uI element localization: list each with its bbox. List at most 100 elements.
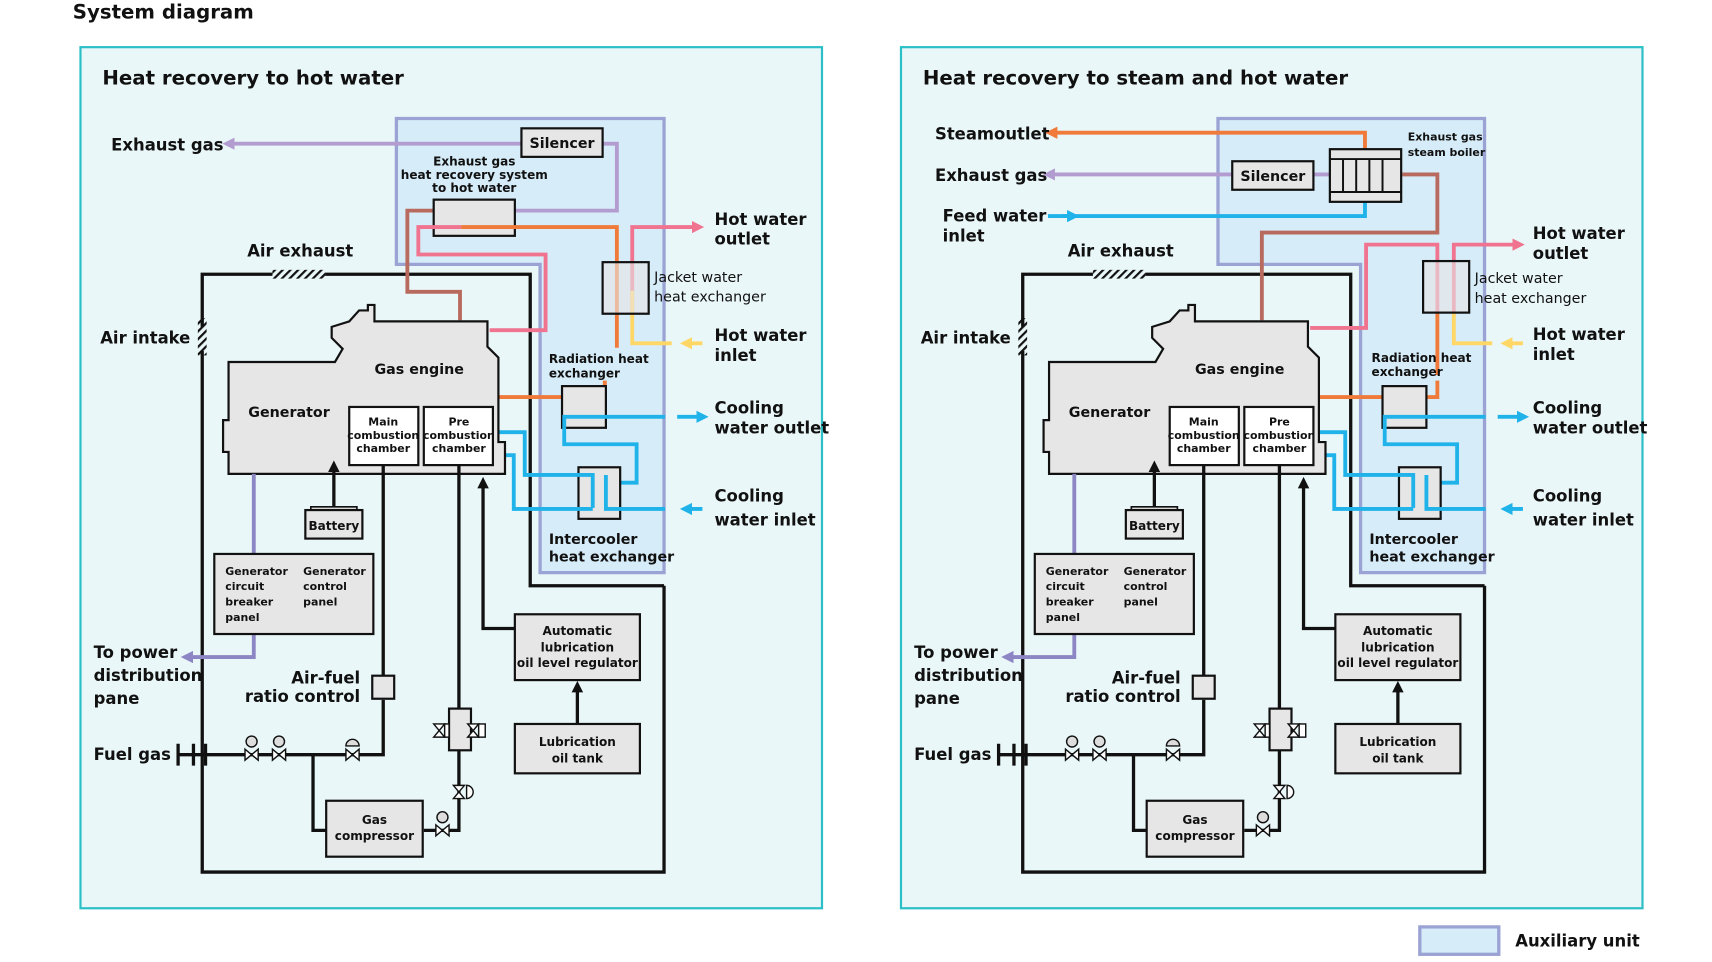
gcb-label: breaker xyxy=(1046,596,1094,609)
cooling-outlet-label: Cooling xyxy=(714,399,783,418)
air-intake-label: Air intake xyxy=(921,328,1011,347)
exhaust-gas-label: Exhaust gas xyxy=(935,166,1047,185)
room-wall-top xyxy=(1021,272,1485,588)
intercooler-label: Intercooler xyxy=(1369,532,1458,548)
main-cc-label: Main xyxy=(368,416,398,429)
pre-cc-label: combustion xyxy=(423,429,495,442)
gas-compressor-label: Gas xyxy=(362,813,387,827)
air-intake-vent-icon xyxy=(1018,318,1028,356)
pre-combustion-chamber xyxy=(1243,405,1315,467)
battery-label: Battery xyxy=(1129,519,1180,533)
radiation-heat-exchanger xyxy=(560,385,607,429)
main-cc-label: combustion xyxy=(1168,429,1240,442)
hot-water-inlet-pipe xyxy=(1451,311,1493,346)
boiler-label: steam boiler xyxy=(1408,146,1486,159)
gcp-label: control xyxy=(303,580,347,593)
lub-line xyxy=(1297,476,1336,631)
hot-water-inlet-label: inlet xyxy=(714,346,756,365)
hot-water-outlet-label: Hot water xyxy=(1533,224,1626,243)
main-cc-label: chamber xyxy=(1177,442,1231,455)
pre-fuel-valve-block xyxy=(1268,707,1293,752)
intercooler-pipe-a xyxy=(1318,430,1416,508)
cooling-inlet-label: water inlet xyxy=(1533,510,1634,529)
radiation-label: exchanger xyxy=(1372,365,1443,379)
main-cc-label: combustion xyxy=(347,429,419,442)
generator-panels-box xyxy=(1033,552,1195,636)
feed-water-label: inlet xyxy=(943,226,985,245)
engine-exhaust-pipe xyxy=(1259,172,1440,321)
power-label: pane xyxy=(94,689,140,708)
afr-label: ratio control xyxy=(245,687,360,706)
generator-label: Generator xyxy=(1069,405,1150,421)
valve-icon xyxy=(1252,723,1271,738)
afr-label: Air-fuel xyxy=(1112,668,1181,687)
gcb-label: Generator xyxy=(225,565,288,578)
gcb-label: circuit xyxy=(225,580,264,593)
jacket-water-heat-exchanger xyxy=(1422,259,1471,314)
cooling-outlet-label: water outlet xyxy=(714,418,829,437)
lub-line xyxy=(477,476,515,631)
intercooler-label: heat exchanger xyxy=(1369,550,1494,566)
jacket-label: Jacket water xyxy=(653,270,742,286)
gcb-label: breaker xyxy=(225,596,273,609)
hot-water-inlet-label: Hot water xyxy=(714,326,807,345)
auto-lub-label: oil level regulator xyxy=(517,656,638,670)
valve-icon xyxy=(466,723,486,738)
air-exhaust-label: Air exhaust xyxy=(1068,242,1174,261)
intercooler-pipe-a xyxy=(498,430,595,508)
gcp-label: Generator xyxy=(303,565,366,578)
room-wall xyxy=(200,351,666,874)
auto-lub-label: oil level regulator xyxy=(1337,656,1458,670)
pre-cc-label: combustion xyxy=(1243,429,1315,442)
lubrication-oil-tank-box xyxy=(1334,722,1462,775)
legend-label: Auxiliary unit xyxy=(1515,932,1640,951)
gas-compressor-label: compressor xyxy=(1155,829,1234,843)
air-exhaust-label: Air exhaust xyxy=(247,242,353,261)
check-valve-icon xyxy=(1272,784,1295,800)
cooling-outlet-label: water outlet xyxy=(1533,418,1648,437)
hot-water-inlet-label: Hot water xyxy=(1533,325,1626,344)
lub-tank-label: oil tank xyxy=(552,751,604,765)
cooling-outlet-label: Cooling xyxy=(1533,399,1602,418)
solenoid-valve-icon xyxy=(1092,735,1107,762)
check-valve-icon xyxy=(451,784,474,800)
cooling-inlet-label: Cooling xyxy=(714,486,783,505)
gcp-label: Generator xyxy=(1124,565,1187,578)
gas-compressor-label: compressor xyxy=(335,829,414,843)
solenoid-valve-icon xyxy=(271,735,287,762)
radiation-label: Radiation heat xyxy=(549,352,649,366)
silencer-label: Silencer xyxy=(1240,169,1305,185)
main-combustion-chamber xyxy=(1168,405,1240,467)
intercooler-label: Intercooler xyxy=(549,532,638,548)
exhaust-pipe xyxy=(461,141,619,213)
legend-swatch-auxiliary-unit xyxy=(1418,925,1501,956)
control-valve-icon xyxy=(345,738,360,762)
hot-water-outlet-label: outlet xyxy=(1533,244,1589,263)
jacket-label: heat exchanger xyxy=(1475,291,1587,307)
gcp-label: control xyxy=(1124,580,1168,593)
cooling-inlet-pipe xyxy=(603,474,666,511)
steam-outlet-label: Steamoutlet xyxy=(935,124,1050,143)
feed-water-pipe xyxy=(1062,199,1367,219)
air-fuel-ratio-control-box xyxy=(1191,674,1216,700)
pre-cc-label: chamber xyxy=(432,442,486,455)
lub-tank-label: Lubrication xyxy=(1359,735,1436,749)
battery-label: Battery xyxy=(308,519,359,533)
intercooler-pipe-b xyxy=(1324,453,1414,511)
gas-compressor-box xyxy=(325,799,424,858)
fuel-gas-label: Fuel gas xyxy=(914,745,991,764)
main-cc-label: chamber xyxy=(356,442,410,455)
pre-cc-label: Pre xyxy=(448,416,469,429)
lubrication-oil-tank-box xyxy=(513,722,642,775)
solenoid-valve-icon xyxy=(435,811,450,838)
air-exhaust-vent-icon xyxy=(1092,269,1146,279)
exhaust-heat-recovery-box xyxy=(432,198,516,237)
power-line xyxy=(1007,473,1077,657)
battery-box xyxy=(304,508,364,540)
battery-box xyxy=(1124,508,1184,540)
main-combustion-chamber xyxy=(348,405,420,467)
intercooler-pipe-b xyxy=(503,453,593,511)
radiation-pipe xyxy=(1318,380,1440,400)
lub-tank-label: Lubrication xyxy=(539,735,616,749)
pre-fuel-valve-block xyxy=(447,707,473,752)
